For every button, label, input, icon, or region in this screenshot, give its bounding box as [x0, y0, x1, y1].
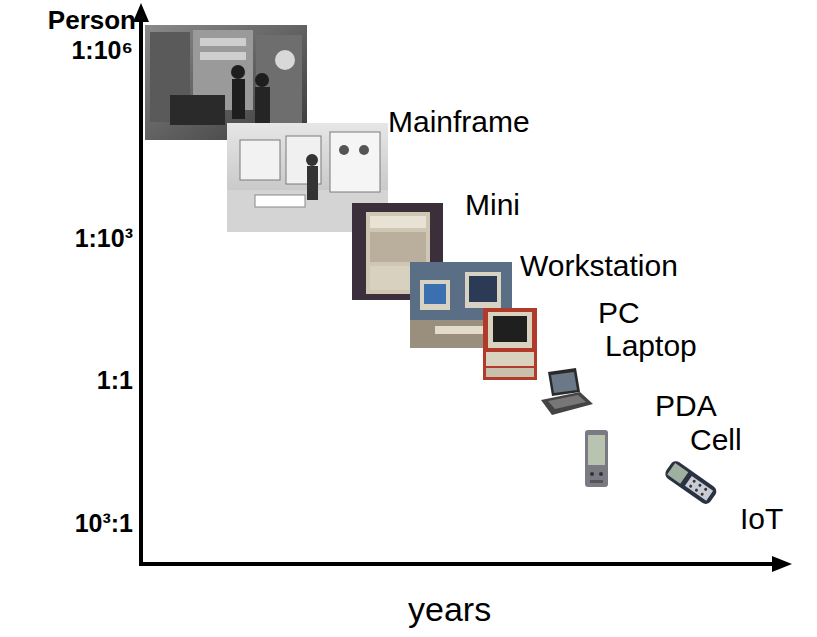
cell-phone-photo-part — [700, 492, 704, 496]
axes-part — [139, 18, 143, 566]
workstation-photo-part — [435, 326, 487, 334]
tick-label: 1:10⁶ — [71, 36, 133, 65]
mainframe-photo-part — [306, 154, 318, 166]
early-computer-photo-part — [200, 52, 246, 60]
mainframe-photo-part — [339, 145, 349, 155]
device-label: IoT — [740, 502, 783, 537]
pda-photo-part — [590, 472, 594, 476]
laptop-photo-part — [551, 372, 577, 393]
cell-phone-photo-part — [685, 476, 713, 501]
axes — [133, 3, 792, 572]
pc-photo — [483, 308, 537, 380]
axis-title: Person — [48, 6, 136, 36]
cell-phone-photo — [663, 459, 719, 506]
cell-phone-photo-part — [667, 463, 688, 484]
minicomputer-photo-part — [370, 216, 426, 228]
laptop-photo-part — [548, 368, 580, 396]
device-label: PC — [598, 296, 640, 331]
device-label: Mini — [465, 188, 520, 223]
minicomputer-photo-part — [370, 232, 426, 262]
laptop-photo-part — [541, 392, 593, 415]
early-computer-photo-part — [145, 25, 307, 140]
pda-photo-part — [590, 480, 603, 483]
axes-part — [772, 556, 792, 572]
early-computer-photo-part — [170, 95, 225, 125]
tick-label: 10³:1 — [75, 509, 133, 538]
pc-photo-part — [493, 316, 527, 342]
early-computer-photo-part — [255, 73, 269, 87]
mainframe-photo-part — [359, 145, 369, 155]
pc-photo-part — [486, 352, 534, 366]
workstation-photo-part — [469, 276, 497, 302]
laptop-photo — [541, 368, 593, 415]
cell-phone-photo-part — [694, 488, 698, 492]
device-label: Workstation — [520, 249, 678, 284]
pda-photo — [585, 430, 608, 487]
early-computer-photo-part — [231, 65, 245, 79]
axes-part — [139, 562, 776, 566]
workstation-photo-part — [420, 280, 450, 310]
pda-photo-part — [585, 430, 608, 487]
early-computer-photo-part — [232, 79, 245, 119]
early-computer-photo-part — [275, 50, 295, 70]
device-label: Cell — [690, 423, 742, 458]
early-computer-photo-part — [200, 38, 246, 46]
cell-phone-photo-part — [689, 484, 693, 488]
cell-phone-photo-part — [698, 483, 702, 487]
tick-label: 1:10³ — [75, 224, 133, 253]
axis-title: years — [408, 590, 491, 629]
pda-photo-part — [588, 435, 605, 465]
pda-photo-part — [599, 472, 603, 476]
mainframe-photo-part — [307, 166, 318, 200]
pc-photo-part — [486, 368, 534, 377]
mainframe-photo-part — [240, 140, 280, 180]
cell-phone-photo-part — [663, 459, 719, 506]
early-computer-photo — [145, 25, 307, 140]
cell-phone-photo-part — [692, 479, 696, 483]
device-label: Laptop — [605, 329, 697, 364]
workstation-photo-part — [424, 284, 446, 304]
pc-photo-part — [488, 312, 532, 348]
mainframe-photo-part — [330, 132, 380, 192]
pc-photo-part — [483, 308, 537, 380]
device-label: Mainframe — [388, 105, 530, 140]
cell-phone-photo-part — [704, 487, 708, 491]
laptop-photo-part — [548, 395, 586, 409]
workstation-photo-part — [465, 272, 501, 308]
mainframe-photo-part — [255, 195, 305, 207]
device-label: PDA — [655, 389, 717, 424]
tick-label: 1:1 — [97, 366, 133, 395]
